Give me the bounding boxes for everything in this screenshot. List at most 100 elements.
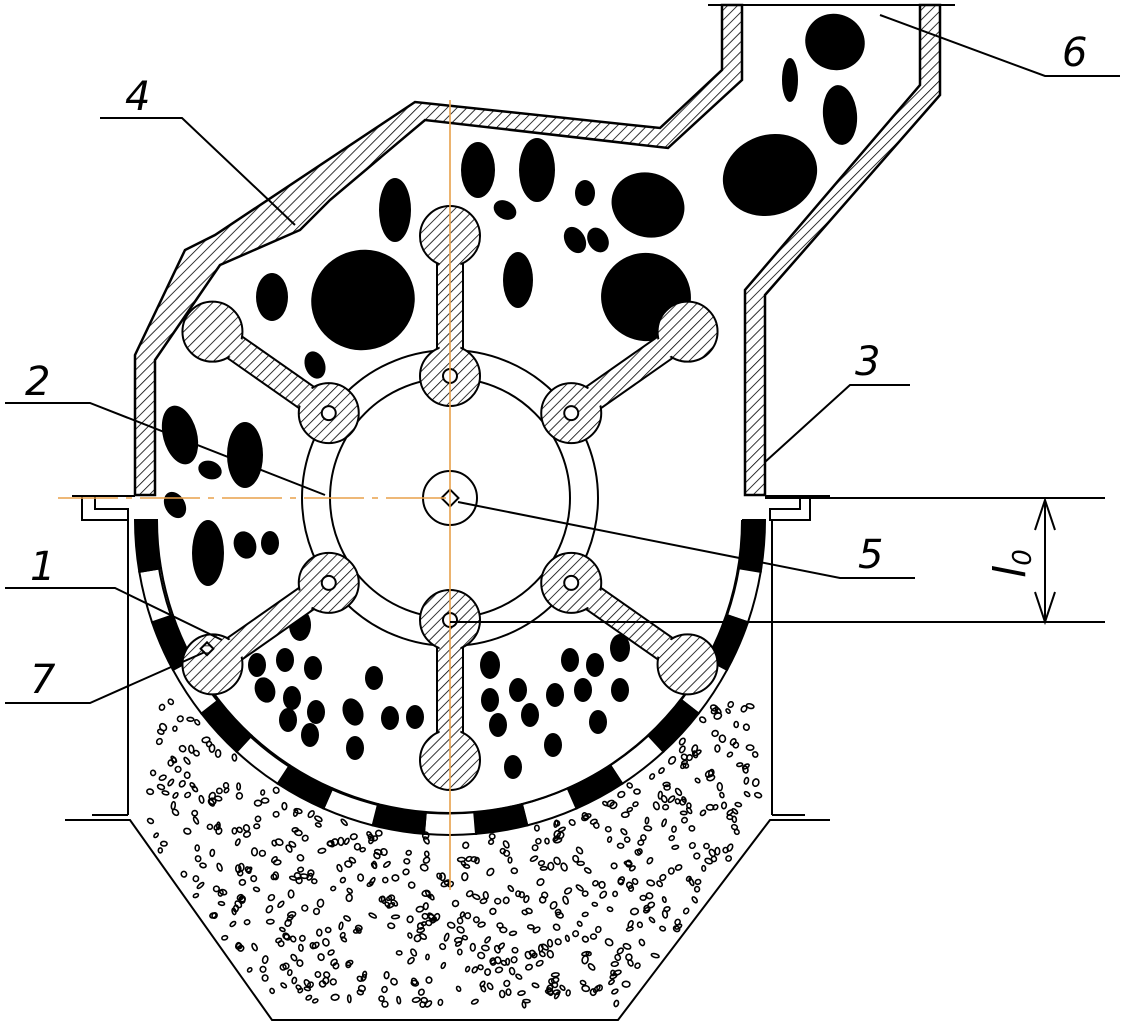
crushed-particle	[343, 837, 350, 845]
crushed-particle	[425, 976, 433, 984]
hammer-pin	[320, 574, 337, 591]
crushed-particle	[316, 898, 325, 908]
crushed-particle	[661, 818, 668, 828]
leader-7	[5, 651, 206, 704]
crushed-particle	[186, 716, 195, 723]
crushed-particle	[419, 863, 429, 872]
material-lump	[574, 678, 592, 702]
crushed-particle	[381, 985, 388, 994]
crushed-particle	[656, 880, 664, 888]
crushed-particle	[411, 996, 421, 1004]
crushed-particle	[297, 987, 304, 994]
crushed-particle	[626, 782, 634, 789]
crushed-particle	[368, 876, 376, 886]
crushed-particle	[648, 773, 656, 780]
crushed-particle	[538, 950, 546, 958]
crushed-particle	[708, 848, 716, 858]
crushed-particle	[231, 827, 238, 835]
leader-lines	[5, 14, 1120, 704]
crushed-particle	[662, 781, 671, 788]
crushed-particle	[521, 1000, 527, 1009]
crushed-particle	[281, 801, 288, 811]
material-lump	[503, 252, 533, 308]
crushed-particle	[725, 708, 731, 715]
crushed-particle	[625, 926, 634, 932]
crushed-particle	[628, 865, 636, 872]
crushed-particle	[486, 867, 495, 877]
crushed-particle	[693, 852, 701, 860]
crushed-particle	[336, 863, 343, 873]
crushed-particle	[606, 799, 615, 808]
crushed-particle	[406, 915, 414, 924]
chute-right-wall	[743, 3, 942, 497]
crushed-particle	[346, 887, 353, 894]
callout-6: 6	[1062, 30, 1087, 76]
crushed-particle	[296, 959, 304, 967]
crushed-particle	[422, 902, 429, 911]
material-lump	[489, 713, 507, 737]
crushed-particle	[494, 966, 504, 974]
crushed-particle	[510, 956, 518, 964]
crushed-particle	[694, 777, 701, 784]
crushed-particle	[505, 988, 512, 996]
crushed-particle	[732, 741, 740, 749]
crushed-particle	[487, 839, 495, 845]
crushed-particle	[416, 927, 426, 934]
crushed-particle	[407, 956, 415, 965]
crushed-particle	[626, 806, 634, 813]
crushed-particle	[524, 950, 532, 960]
crushed-particle	[611, 988, 619, 995]
crushed-particle	[639, 894, 647, 902]
crushed-particle	[439, 943, 447, 951]
crushed-particle	[216, 862, 223, 872]
crushed-particle	[348, 856, 357, 864]
crushed-particle	[243, 919, 251, 926]
material-lump	[227, 422, 263, 488]
crushed-particle	[208, 743, 216, 753]
crushed-particle	[425, 919, 433, 927]
crushed-particle	[219, 888, 228, 896]
crushed-particle	[546, 984, 554, 993]
crushed-particle	[668, 835, 676, 842]
material-lump	[480, 651, 500, 679]
crushed-particle	[686, 754, 693, 762]
crushed-particle	[405, 849, 412, 856]
crushed-particle	[209, 848, 216, 858]
crushed-particle	[594, 925, 602, 934]
crushed-particle	[381, 1000, 389, 1008]
crushed-particle	[361, 970, 368, 978]
crushed-particle	[259, 965, 267, 973]
crushed-particle	[156, 783, 166, 791]
crushed-particle	[443, 932, 450, 942]
leader-1	[5, 587, 223, 641]
material-lump	[192, 520, 224, 586]
crushed-particle	[161, 790, 170, 796]
crushed-particle	[359, 846, 367, 853]
crushed-particle	[383, 971, 390, 980]
material-lump	[379, 178, 411, 242]
crushed-particle	[213, 823, 220, 831]
leader-4	[100, 117, 296, 226]
crushed-particle	[206, 823, 214, 831]
crushed-particle	[581, 984, 591, 993]
crushed-particle	[306, 872, 314, 881]
dimension-l0	[450, 496, 1105, 626]
crushed-particle	[719, 791, 725, 799]
crushed-particle	[194, 718, 201, 726]
crushed-particle	[326, 840, 335, 847]
crushed-particle	[568, 819, 576, 826]
crushed-particle	[415, 905, 425, 913]
crushed-particle	[592, 984, 601, 993]
crushed-particle	[292, 809, 299, 817]
crushed-particle	[507, 884, 515, 893]
leader-6	[879, 14, 1120, 77]
crushed-particle	[539, 865, 548, 871]
crushed-particle	[314, 822, 322, 828]
crushed-particle	[711, 729, 719, 738]
crushed-particle	[515, 890, 522, 898]
crushed-particles	[146, 698, 763, 1009]
crushed-particle	[508, 930, 518, 937]
crushed-particle	[428, 893, 435, 901]
crushed-particle	[681, 796, 687, 804]
